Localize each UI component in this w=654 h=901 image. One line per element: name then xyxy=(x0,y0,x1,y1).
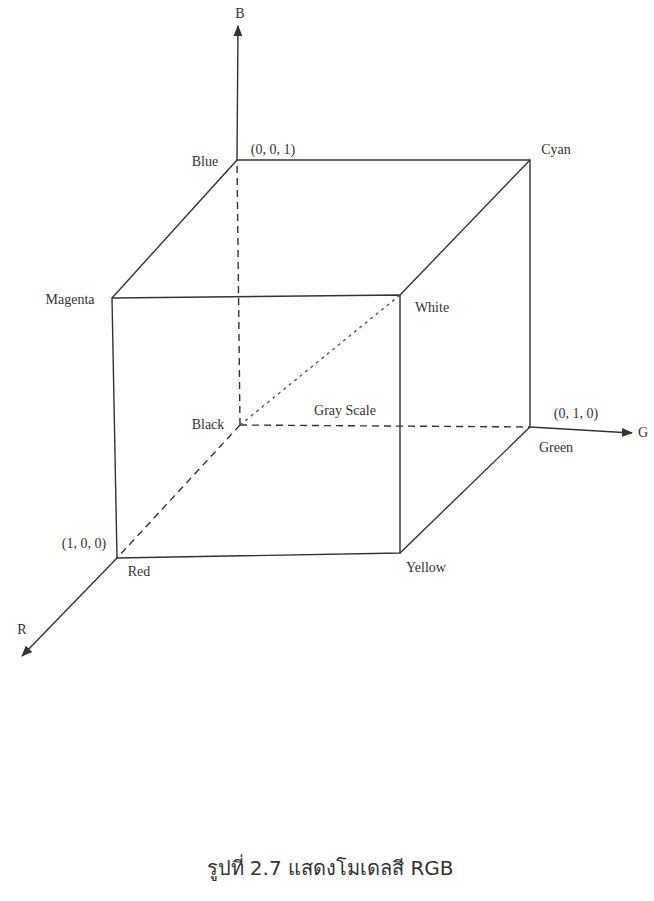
cube-label: Black xyxy=(190,417,227,432)
cube-label: Blue xyxy=(190,154,220,169)
b-axis xyxy=(237,26,238,160)
cube-label: White xyxy=(413,300,451,315)
cube-label: R xyxy=(15,622,28,637)
cube-label: (1, 0, 0) xyxy=(60,536,108,551)
cube-label: Red xyxy=(126,564,153,579)
cube-label: Gray Scale xyxy=(312,403,378,418)
figure-caption: รูปที่ 2.7 แสดงโมเดลสี RGB xyxy=(207,855,454,881)
cube-label: G xyxy=(636,425,650,440)
cube-label: Green xyxy=(537,440,575,455)
cube-label: Magenta xyxy=(44,292,97,307)
cube-label: (0, 1, 0) xyxy=(552,406,600,421)
gray-diagonal xyxy=(240,295,400,425)
cube-label: Yellow xyxy=(404,560,448,575)
cube-label: Cyan xyxy=(539,142,573,157)
r-axis xyxy=(22,558,117,656)
cube-label: B xyxy=(233,6,246,21)
cube-edges xyxy=(112,160,530,553)
cube-front-face xyxy=(112,295,400,558)
hidden-edges xyxy=(117,160,530,558)
g-axis xyxy=(530,427,632,433)
cube-edge xyxy=(400,160,530,295)
cube-label: (0, 0, 1) xyxy=(249,142,297,157)
